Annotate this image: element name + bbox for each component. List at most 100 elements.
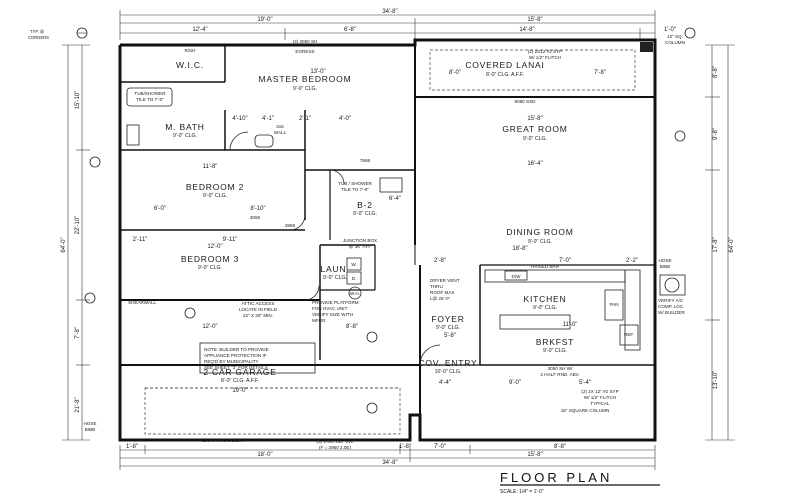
room-laundry-ceiling: 9'-0" CLG. — [323, 275, 347, 281]
dim-lanai-a: 8'-0" — [449, 70, 461, 76]
front-beam-label: (2) 2X 12" #2 SYP — [581, 389, 618, 394]
lanai-column-label: 12" SQ. — [667, 34, 683, 39]
lvl-label: (3) 1-3/4"x18" LVL — [316, 439, 354, 444]
room-dining-room: DINING ROOM — [506, 227, 573, 237]
window-top-label: (3) 3050 SH — [293, 39, 318, 44]
top-dimensions: 34'-8" 19'-0" 15'-8" 12'-4" 6'-8" 14'-8"… — [119, 9, 676, 40]
dim-bottom-d: 8'-8" — [554, 444, 566, 450]
dim-bed3: 12'-0" — [207, 244, 222, 250]
front-beam-label-b: W/ 1/2" FLITCH — [584, 395, 616, 400]
room-wic: W.I.C. — [176, 60, 204, 70]
toilet-icon — [254, 134, 274, 148]
room-labels: W.I.C. MASTER BEDROOM 9'-0" CLG. 13'-0" … — [165, 60, 574, 384]
room-b2-ceiling: 9'-0" CLG. — [353, 211, 377, 217]
dim-bed2-c: 6'-4" — [389, 196, 401, 202]
hose-bibb-label-b: BIBB — [85, 427, 95, 432]
hose-bibb-label: HOSE — [83, 421, 96, 426]
bottom-dimensions: 1'-8" 1'-8" 7'-0" 8'-8" 18'-0" 15'-8" 34… — [119, 444, 656, 470]
master-vanity — [126, 124, 140, 146]
room-master-bath-ceiling: 9'-0" CLG. — [173, 133, 197, 139]
room-garage: 2 CAR GARAGE — [203, 367, 276, 377]
refrigerator-label: REF. — [624, 332, 634, 337]
dim-garage-b: 8'-8" — [346, 324, 358, 330]
dim-brk-b: 5'-4" — [579, 380, 591, 386]
dim-bottom-right: 15'-8" — [527, 452, 542, 458]
room-b2: B-2 — [357, 200, 373, 210]
dim-right-d: 13'-10" — [713, 371, 719, 390]
verify-note: VERIFY A/C — [658, 298, 684, 303]
room-covered-entry: COV. ENTRY — [418, 358, 477, 368]
dim-bed3-b: 9'-11" — [223, 237, 238, 243]
dryer-vent-label-c: ROOF MAX — [430, 290, 455, 295]
room-breakfast-ceiling: 9'-0" CLG. — [543, 348, 567, 354]
dishwasher-label: D/W — [512, 274, 522, 279]
dim-left-a: 15'-10" — [75, 91, 81, 110]
section-markers — [84, 27, 696, 414]
builder-note: NOTE: BUILDER TO PROVIDE — [204, 347, 269, 352]
wall-2x6-label-b: WALL — [274, 130, 287, 135]
room-bedroom-2-ceiling: 9'-0" CLG. — [203, 193, 227, 199]
dim-top-right: 15'-8" — [527, 17, 542, 23]
dim-kit-d: 11'-0" — [563, 322, 578, 328]
typ-corners-note-b: CORNERS — [28, 35, 49, 40]
platform-note: PROVIDE PLATFORM — [312, 300, 359, 305]
section-marker-icon — [684, 27, 696, 39]
platform-note-c: VERIFY SIZE WITH — [312, 312, 353, 317]
dryer-vent-label-b: THRU — [430, 284, 443, 289]
door-2868-label: 2868 — [285, 223, 296, 228]
drawing-title: FLOOR PLAN — [500, 470, 612, 485]
water-heater-icon — [348, 286, 362, 300]
dim-kit-c: 2'-2" — [626, 258, 638, 264]
section-marker-icon — [366, 402, 378, 414]
room-master-bedroom-size: 13'-0" — [310, 69, 325, 75]
bed2-tub-label: TUB / SHOWER — [338, 181, 372, 186]
dim-top-left-a: 12'-4" — [192, 27, 207, 33]
dim-mb-a: 4'-10" — [232, 116, 247, 122]
typ-corners-note: TYP. @ — [30, 29, 44, 34]
room-foyer: FOYER — [431, 314, 464, 324]
room-great-room-ceiling: 9'-0" CLG. — [523, 136, 547, 142]
room-breakfast: BRKFST — [536, 337, 574, 347]
section-marker-icon — [84, 292, 96, 304]
dim-garage-a: 12'-0" — [202, 324, 217, 330]
dryer-icon — [346, 271, 362, 285]
room-great-room: GREAT ROOM — [502, 124, 567, 134]
room-kitchen-ceiling: 9'-0" CLG. — [533, 305, 557, 311]
dim-kit-b: 7'-0" — [559, 258, 571, 264]
dim-entry-a: 4'-4" — [439, 380, 451, 386]
dryer-label: D. — [352, 276, 357, 281]
dim-bottom-b: 1'-8" — [399, 444, 411, 450]
interior-dimensions: 4'-10" 4'-1" 2'-1" 4'-0" 15'-8" 16'-4" 1… — [133, 70, 638, 394]
outer-walls — [118, 38, 657, 442]
door-3068-label: 3068 — [250, 215, 261, 220]
builder-note-d: SEE SHEET "3" FOR DETAILS — [204, 365, 268, 370]
attic-note: ATTIC ACCESS — [242, 301, 275, 306]
room-dining-room-ceiling: 9'-0" CLG. — [528, 239, 552, 245]
opening-labels: (3) 3050 SH EGRESS 8080 SSD 2868 3068 78… — [83, 34, 684, 450]
room-master-bath: M. BATH — [165, 122, 204, 132]
room-bedroom-3: BEDROOM 3 — [181, 254, 239, 264]
kitchen-casework — [484, 269, 686, 351]
section-marker-icon — [184, 307, 196, 319]
shearwall-label: SHEARWALL — [128, 300, 157, 305]
master-tub-label: TUB/SHOWER — [134, 91, 166, 96]
dryer-vent-label-d: L@ 25'-0" — [430, 296, 451, 301]
hose-bibb-right-label-b: BIBB — [660, 264, 670, 269]
builder-note-b: APPLIANCE PROTECTION IF — [204, 353, 267, 358]
dim-bottom-c: 7'-0" — [434, 444, 446, 450]
garage-door-label: 16070 MTL. DOOR — [202, 438, 242, 443]
room-foyer-ceiling: 9'-0" CLG. — [436, 325, 460, 331]
beam-label-b: W/ 1/2" FLITCH — [529, 55, 561, 60]
front-window-label-b: 2 HALF RND. ABV. — [540, 372, 579, 377]
dim-left-overall: 64'-0" — [61, 237, 67, 252]
hose-bibb-right-label: HOSE — [658, 258, 671, 263]
notes: ATTIC ACCESS LOCATE IN FIELD 22" X 30" M… — [199, 298, 685, 374]
lanai-outline — [429, 49, 636, 91]
dim-bed2-a: 6'-0" — [154, 206, 166, 212]
junction-box-label: JUNCTION BOX — [343, 238, 377, 243]
interior-walls — [120, 45, 655, 440]
room-covered-lanai-ceiling: 8'-0" CLG. A.F.F. — [486, 72, 524, 78]
dim-mb-c: 2'-1" — [299, 116, 311, 122]
